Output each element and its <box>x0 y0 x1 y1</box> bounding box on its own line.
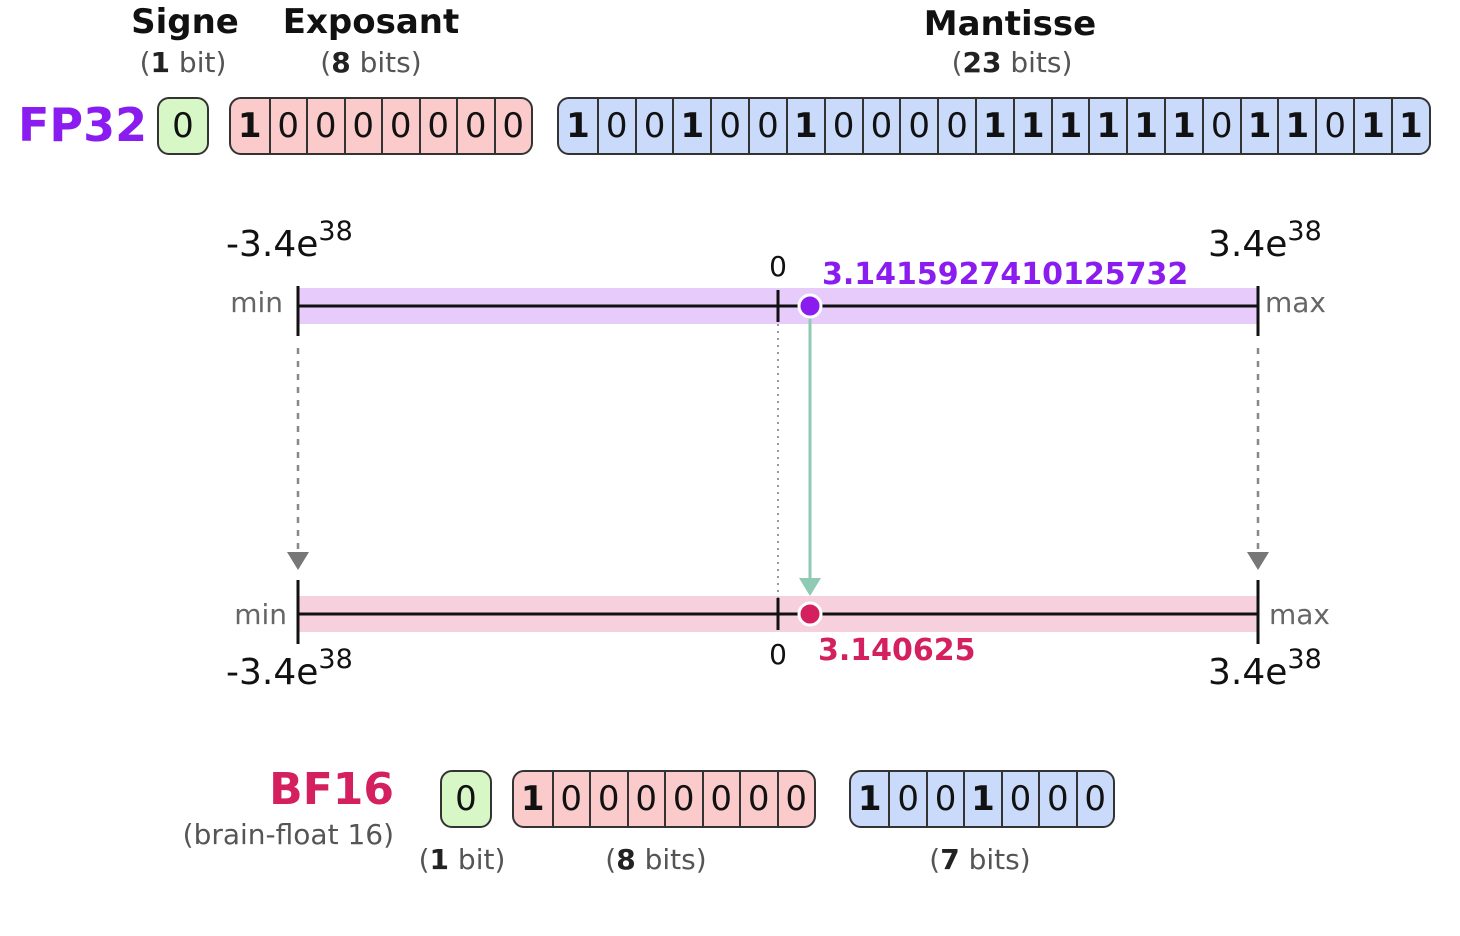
bit-cell: 0 <box>596 99 635 153</box>
bit-cell: 0 <box>899 99 937 153</box>
bf16-mantissa-bit-count: (7 bits) <box>929 843 1031 876</box>
fp32-min-value: -3.4e38 <box>226 216 353 265</box>
bit-cell: 0 <box>776 772 815 826</box>
bit-cell: 1 <box>672 99 710 153</box>
exponent-bit-count: (8 bits) <box>320 46 422 79</box>
bf16-min-label: min <box>234 598 287 631</box>
bit-cell: 0 <box>937 99 975 153</box>
bit-cell: 0 <box>710 99 748 153</box>
bit-cell: 0 <box>823 99 862 153</box>
bit-cell: 0 <box>268 99 307 153</box>
fp32-label: FP32 <box>18 98 148 152</box>
bit-cell: 0 <box>381 99 419 153</box>
bit-cell: 1 <box>520 779 545 819</box>
bit-cell: 0 <box>456 99 494 153</box>
bf16-zero-label: 0 <box>769 638 787 671</box>
bit-cell: 0 <box>306 99 344 153</box>
bit-cell: 1 <box>1353 99 1391 153</box>
bf16-sign-bits: 0 <box>440 770 492 828</box>
bit-cell: 0 <box>1201 99 1240 153</box>
bit-cell: 0 <box>418 99 457 153</box>
bit-cell: 1 <box>963 772 1000 826</box>
bit-cell: 1 <box>1277 99 1315 153</box>
bit-cell: 1 <box>1050 99 1089 153</box>
min-mapping-arrowhead <box>287 552 309 570</box>
bit-cell: 0 <box>1000 772 1038 826</box>
bit-cell: 0 <box>861 99 900 153</box>
bf16-value-label: 3.140625 <box>818 633 976 668</box>
bit-cell: 1 <box>1012 99 1051 153</box>
bit-cell: 0 <box>493 99 532 153</box>
fp32-value-point <box>797 293 823 319</box>
fp32-max-label: max <box>1265 286 1326 319</box>
fp32-value-label: 3.1415927410125732 <box>822 257 1188 292</box>
fp32-zero-label: 0 <box>769 250 787 283</box>
exponent-header: Exposant <box>282 2 460 42</box>
bit-cell: 1 <box>237 106 262 146</box>
bit-cell: 1 <box>974 99 1013 153</box>
fp32-min-label: min <box>230 286 283 319</box>
conversion-arrowhead <box>799 578 821 596</box>
bf16-max-label: max <box>1269 598 1330 631</box>
bit-cell: 0 <box>888 772 925 826</box>
max-mapping-arrowhead <box>1247 552 1269 570</box>
bit-cell: 0 <box>925 772 963 826</box>
bit-cell: 1 <box>785 99 824 153</box>
bf16-description: (brain-float 16) <box>182 818 394 851</box>
bit-cell: 1 <box>1239 99 1278 153</box>
bit-cell: 0 <box>748 99 786 153</box>
bit-cell: 1 <box>857 779 882 819</box>
bf16-value-point <box>797 601 823 627</box>
sign-header: Signe <box>131 2 239 42</box>
bit-cell: 1 <box>566 106 590 146</box>
bit-cell: 0 <box>701 772 740 826</box>
fp32-sign-bits: 0 <box>157 97 209 155</box>
bf16-exponent-bit-count: (8 bits) <box>605 843 707 876</box>
bit-cell: 1 <box>1126 99 1164 153</box>
bit-cell: 0 <box>551 772 590 826</box>
bit-cell: 0 <box>1038 772 1075 826</box>
bf16-min-value: -3.4e38 <box>226 644 353 693</box>
bf16-max-value: 3.4e38 <box>1208 644 1322 693</box>
sign-bit-count: (1 bit) <box>139 46 227 79</box>
mantissa-header: Mantisse <box>923 4 1097 44</box>
bit-cell: 0 <box>1075 772 1113 826</box>
bit-cell: 0 <box>455 779 477 819</box>
bit-cell: 0 <box>1315 99 1353 153</box>
bit-cell: 0 <box>626 772 665 826</box>
bit-cell: 1 <box>1088 99 1126 153</box>
bit-cell: 0 <box>739 772 777 826</box>
bit-cell: 0 <box>589 772 627 826</box>
bit-cell: 1 <box>1390 99 1429 153</box>
bit-cell: 1 <box>1164 99 1202 153</box>
bit-cell: 0 <box>664 772 702 826</box>
fp32-max-value: 3.4e38 <box>1208 216 1322 265</box>
bit-cell: 0 <box>172 106 194 146</box>
bf16-label: BF16 <box>269 764 394 815</box>
mantissa-bit-count: (23 bits) <box>951 46 1073 79</box>
bit-cell: 0 <box>343 99 382 153</box>
bf16-sign-bit-count: (1 bit) <box>418 843 506 876</box>
bit-cell: 0 <box>634 99 673 153</box>
